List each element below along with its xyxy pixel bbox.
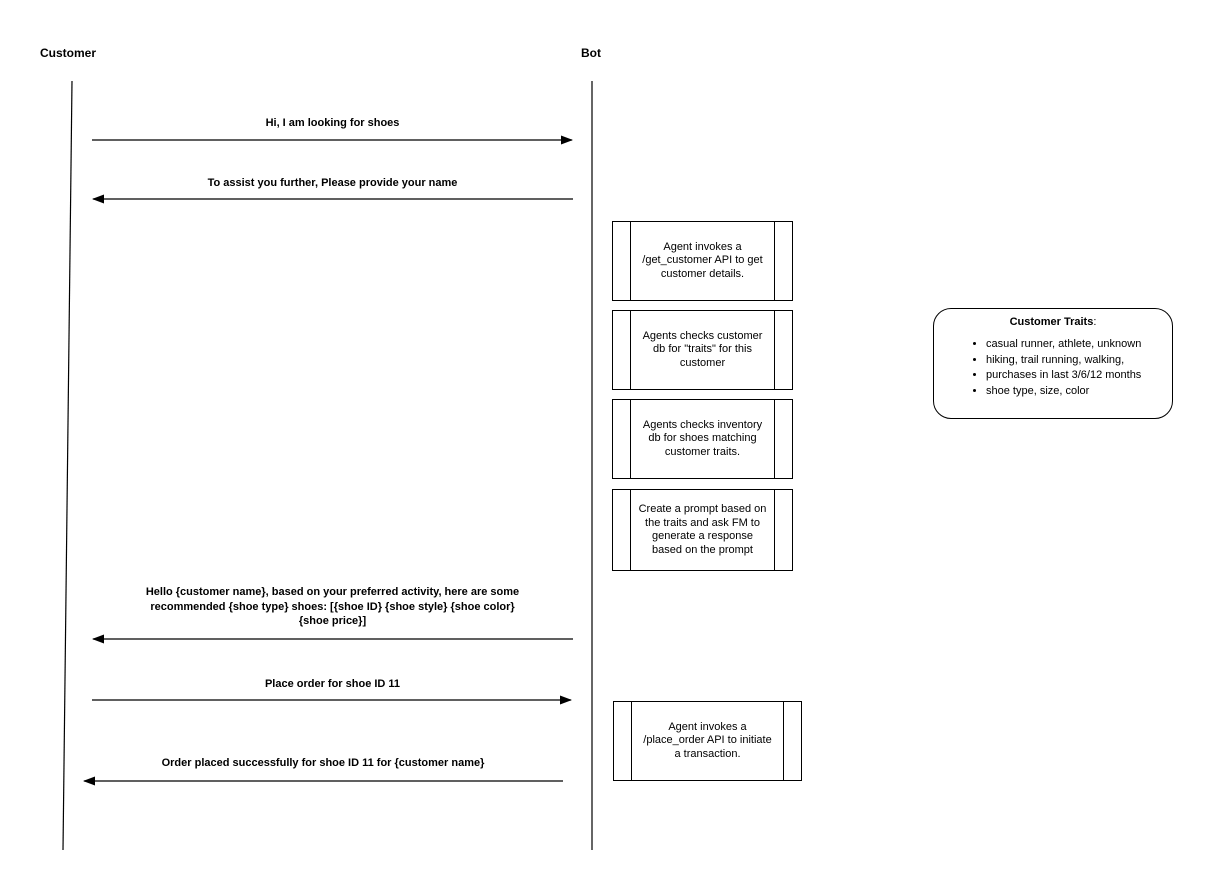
process-box-place-order-api: Agent invokes a /place_order API to init…	[613, 701, 802, 781]
note-title: Customer Traits:	[934, 316, 1172, 328]
process-text: Agents checks inventory db for shoes mat…	[630, 400, 775, 478]
process-box-check-inventory-db: Agents checks inventory db for shoes mat…	[612, 399, 793, 479]
customer-lifeline	[62, 80, 73, 851]
actor-label-bot: Bot	[581, 46, 601, 60]
actor-label-customer: Customer	[40, 46, 97, 60]
customer-traits-note: Customer Traits: casual runner, athlete,…	[933, 308, 1173, 419]
note-title-text: Customer Traits	[1009, 316, 1094, 328]
process-text: Agents checks customer db for "traits" f…	[630, 311, 775, 389]
message-label-hi-looking-for-shoes: Hi, I am looking for shoes	[265, 117, 400, 129]
trait-item: purchases in last 3/6/12 months	[986, 368, 1172, 384]
process-box-create-prompt-fm: Create a prompt based on the traits and …	[612, 489, 793, 571]
process-box-check-customer-db: Agents checks customer db for "traits" f…	[612, 310, 793, 390]
message-label-provide-your-name: To assist you further, Please provide yo…	[207, 177, 458, 189]
traits-list: casual runner, athlete, unknown hiking, …	[934, 337, 1172, 399]
process-text: Create a prompt based on the traits and …	[630, 490, 775, 570]
message-label-order-placed: Order placed successfully for shoe ID 11…	[161, 757, 485, 769]
trait-item: casual runner, athlete, unknown	[986, 337, 1172, 353]
note-title-colon: :	[1093, 316, 1097, 328]
process-text: Agent invokes a /get_customer API to get…	[630, 222, 775, 300]
message-label-place-order: Place order for shoe ID 11	[264, 678, 401, 690]
message-label-recommended-shoes: Hello {customer name}, based on your pre…	[145, 586, 520, 627]
trait-item: shoe type, size, color	[986, 384, 1172, 400]
trait-item: hiking, trail running, walking,	[986, 353, 1172, 369]
process-box-get-customer-api: Agent invokes a /get_customer API to get…	[612, 221, 793, 301]
process-text: Agent invokes a /place_order API to init…	[631, 702, 784, 780]
